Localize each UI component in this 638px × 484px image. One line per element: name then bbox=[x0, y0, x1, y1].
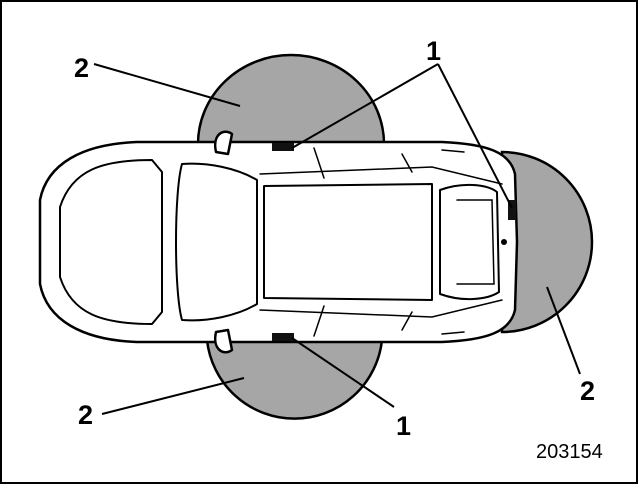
leader-2-rear bbox=[546, 286, 581, 375]
antenna-right-door bbox=[272, 333, 294, 341]
side-mirror-left bbox=[213, 130, 234, 156]
car-roof bbox=[263, 183, 433, 301]
car-side-window-left bbox=[259, 166, 503, 185]
antenna-rear bbox=[508, 200, 516, 220]
car-hood bbox=[59, 159, 163, 325]
callout-2-bottom-left: 2 bbox=[78, 400, 93, 430]
callout-2-top-left: 2 bbox=[74, 53, 89, 83]
leader-1-rear bbox=[437, 63, 513, 209]
car-rear-lamp bbox=[441, 149, 465, 335]
car-windshield bbox=[175, 162, 258, 322]
car-rear-window bbox=[439, 184, 500, 300]
callout-1-bottom: 1 bbox=[396, 411, 411, 441]
range-zone-rear bbox=[500, 150, 594, 334]
antenna-left-door bbox=[272, 143, 294, 151]
leader-1-right bbox=[291, 337, 395, 408]
range-zone-front-right bbox=[205, 338, 384, 420]
side-mirror-right bbox=[213, 328, 234, 354]
leader-2-front-left bbox=[93, 63, 241, 107]
car-rear-glass-inner bbox=[456, 199, 495, 285]
car-door-line-right bbox=[313, 305, 413, 337]
callout-1-top: 1 bbox=[426, 36, 441, 66]
leader-1-left bbox=[291, 63, 439, 149]
leader-2-front-right bbox=[101, 377, 245, 415]
callout-2-right: 2 bbox=[580, 376, 595, 406]
rear-handle-icon bbox=[501, 239, 507, 245]
car-door-line-left bbox=[313, 147, 413, 179]
figure-number: 203154 bbox=[536, 441, 603, 463]
car-side-window-right bbox=[259, 299, 503, 318]
vehicle-top-view bbox=[38, 130, 519, 354]
car-body bbox=[38, 140, 519, 344]
